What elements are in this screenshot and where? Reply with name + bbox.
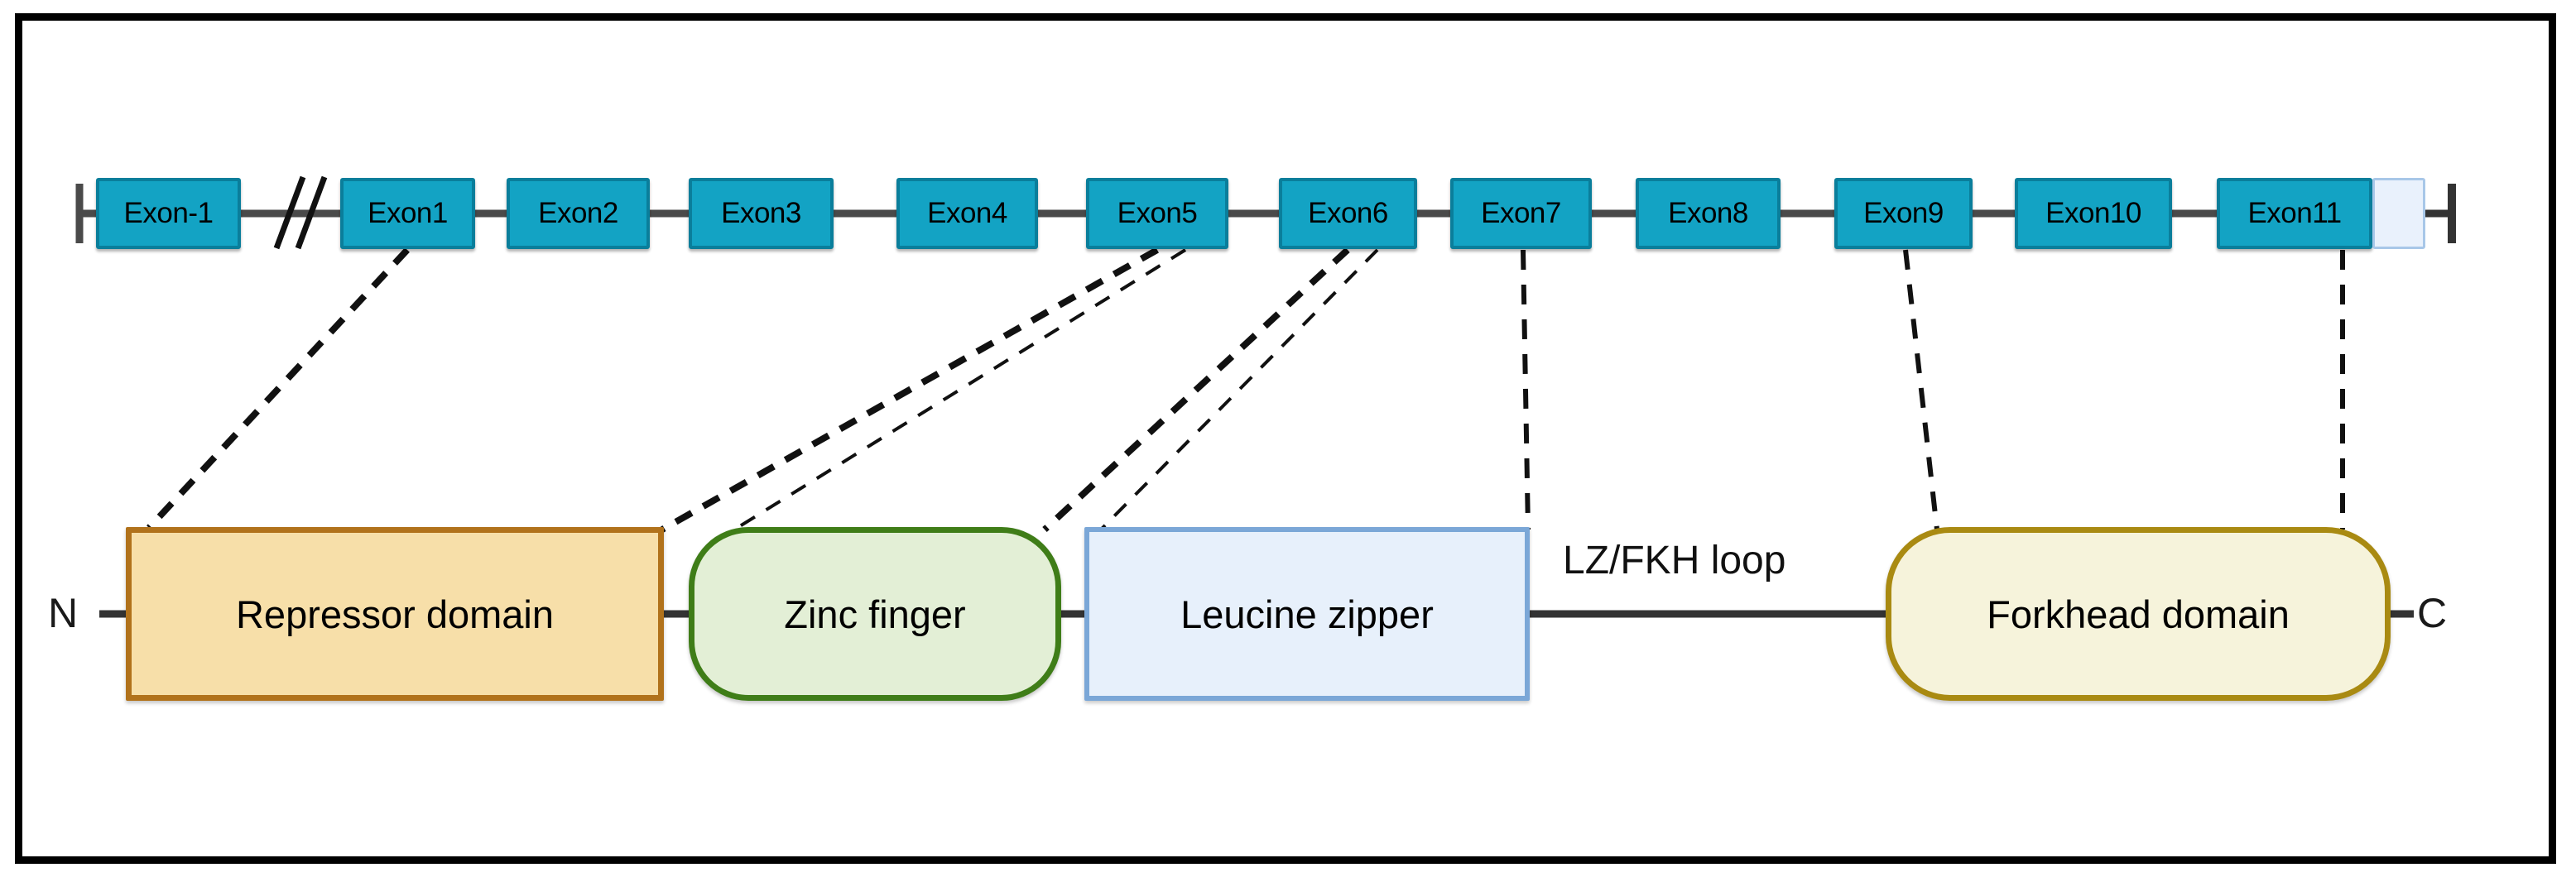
lz-fkh-loop-label: LZ/FKH loop bbox=[1563, 539, 1786, 582]
exon-box-exon11[interactable]: Exon11 bbox=[2217, 178, 2372, 249]
exon-box-exon9[interactable]: Exon9 bbox=[1834, 178, 1973, 249]
mapping-line-exon5-zinc bbox=[730, 248, 1187, 533]
figure-border bbox=[15, 13, 2556, 864]
mapping-line-exon5-repressor bbox=[661, 247, 1159, 533]
exon-box-exon2[interactable]: Exon2 bbox=[507, 178, 650, 249]
n-terminus-label: N bbox=[48, 590, 79, 636]
gene-break-icon bbox=[273, 175, 328, 250]
domain-forkhead[interactable]: Forkhead domain bbox=[1886, 527, 2391, 701]
exon-box-exon1[interactable]: Exon1 bbox=[340, 178, 475, 249]
exon-box-exon3[interactable]: Exon3 bbox=[689, 178, 834, 249]
exon-box-exon4[interactable]: Exon4 bbox=[896, 178, 1038, 249]
exon-box-exon-1[interactable]: Exon-1 bbox=[96, 178, 241, 249]
exon-box-exon7[interactable]: Exon7 bbox=[1450, 178, 1592, 249]
exon-box-exon10[interactable]: Exon10 bbox=[2015, 178, 2172, 249]
exon-box-exon8[interactable]: Exon8 bbox=[1636, 178, 1781, 249]
mapping-line-exon1-repressor bbox=[147, 247, 410, 530]
exon-box-exon5[interactable]: Exon5 bbox=[1086, 178, 1228, 249]
mapping-line-exon9-forkhead bbox=[1903, 249, 1939, 530]
mapping-line-exon6-leucine bbox=[1099, 248, 1379, 531]
exon-box-exon6[interactable]: Exon6 bbox=[1279, 178, 1417, 249]
utr-box[interactable] bbox=[2372, 178, 2425, 249]
mapping-line-exon7-leucine bbox=[1521, 249, 1531, 530]
domain-zinc-finger[interactable]: Zinc finger bbox=[689, 527, 1061, 701]
domain-leucine-zipper[interactable]: Leucine zipper bbox=[1084, 527, 1530, 701]
c-terminus-label: C bbox=[2417, 590, 2448, 636]
mapping-line-exon6-zinc bbox=[1042, 247, 1350, 532]
domain-repressor[interactable]: Repressor domain bbox=[126, 527, 664, 701]
